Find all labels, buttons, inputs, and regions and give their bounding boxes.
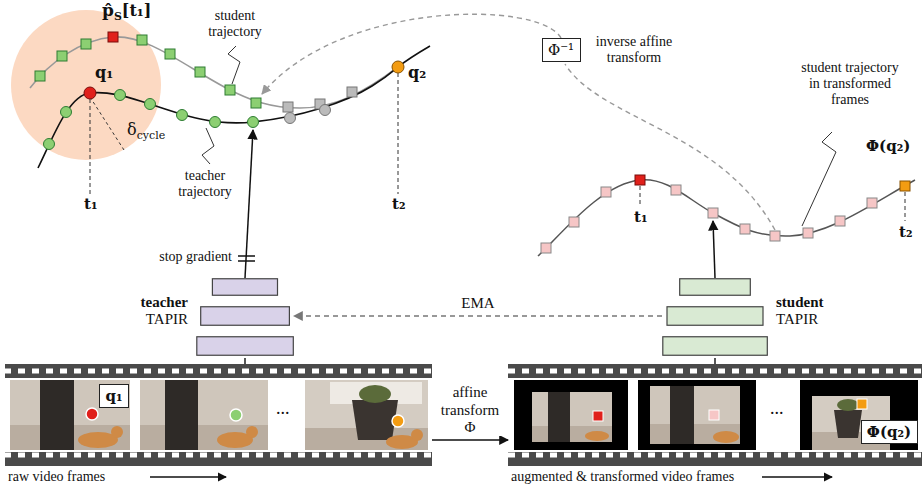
network-role: teacher: [141, 294, 188, 311]
query-point-box: q₁: [99, 384, 129, 408]
callout-text: student trajectory in transformed frames: [800, 60, 900, 108]
query-point-box: Φ(q₂): [861, 420, 918, 444]
raw-film-strip: raw video framesq₁: [5, 364, 432, 466]
network-stack: [662, 278, 768, 358]
point-label: q₂: [408, 64, 426, 82]
student-trajectory-line: [30, 37, 398, 108]
math-subscript: S: [114, 10, 122, 23]
edge-label: EMA: [459, 295, 496, 312]
ellipsis: ...: [770, 398, 784, 419]
teacher-trajectory-line: [38, 46, 430, 168]
network-stack: [196, 278, 294, 358]
time-label: t₂: [392, 196, 406, 213]
callout-text: stop gradient: [128, 249, 232, 265]
callout-text: student trajectory: [195, 8, 275, 40]
connector: [294, 315, 662, 316]
network-layer: [197, 337, 293, 356]
ellipsis: ...: [276, 398, 290, 419]
box-label: Φ(q₂): [867, 424, 911, 441]
time-label: t₁: [634, 209, 648, 226]
network-layer: [680, 279, 751, 296]
point-label: q₁: [95, 64, 113, 82]
math-symbol: δ: [127, 120, 137, 139]
connector: [432, 439, 508, 440]
math-expression: p̂S[t₁]: [102, 0, 151, 23]
connector: [244, 358, 245, 364]
inverse-transform-box: Φ⁻¹: [542, 38, 581, 62]
edge-label: affine transform Φ: [435, 384, 505, 436]
network-caption: teacherTAPIR: [141, 294, 188, 329]
box-label: q₁: [105, 388, 122, 405]
point-label: Φ(q₂): [866, 138, 910, 155]
strip-caption: raw video frames: [8, 469, 105, 484]
student-network: studentTAPIR: [662, 278, 768, 358]
network-layer: [212, 279, 277, 296]
connector: [714, 358, 715, 364]
network-layer: [667, 307, 763, 326]
math-symbol: [t₁]: [122, 1, 152, 20]
network-role: student: [776, 294, 824, 311]
teacher-network: teacherTAPIR: [196, 278, 294, 358]
box-label: Φ⁻¹: [548, 42, 574, 59]
math-subscript: cycle: [137, 129, 166, 142]
callout-text: teacher trajectory: [165, 168, 245, 200]
transformed-trajectory-line: [538, 180, 915, 256]
augmented-film-strip: augmented & transformed video framesΦ(q₂…: [508, 364, 922, 466]
network-layer: [663, 337, 768, 356]
strip-caption: augmented & transformed video frames: [511, 469, 734, 484]
math-expression: δcycle: [127, 120, 165, 142]
math-symbol: p̂: [102, 0, 114, 20]
network-caption: studentTAPIR: [776, 294, 824, 329]
network-name: TAPIR: [776, 311, 824, 328]
callout-text: inverse affine transform: [588, 34, 680, 66]
network-layer: [201, 307, 290, 326]
network-name: TAPIR: [141, 311, 188, 328]
time-label: t₂: [899, 224, 913, 241]
time-label: t₁: [84, 196, 98, 213]
